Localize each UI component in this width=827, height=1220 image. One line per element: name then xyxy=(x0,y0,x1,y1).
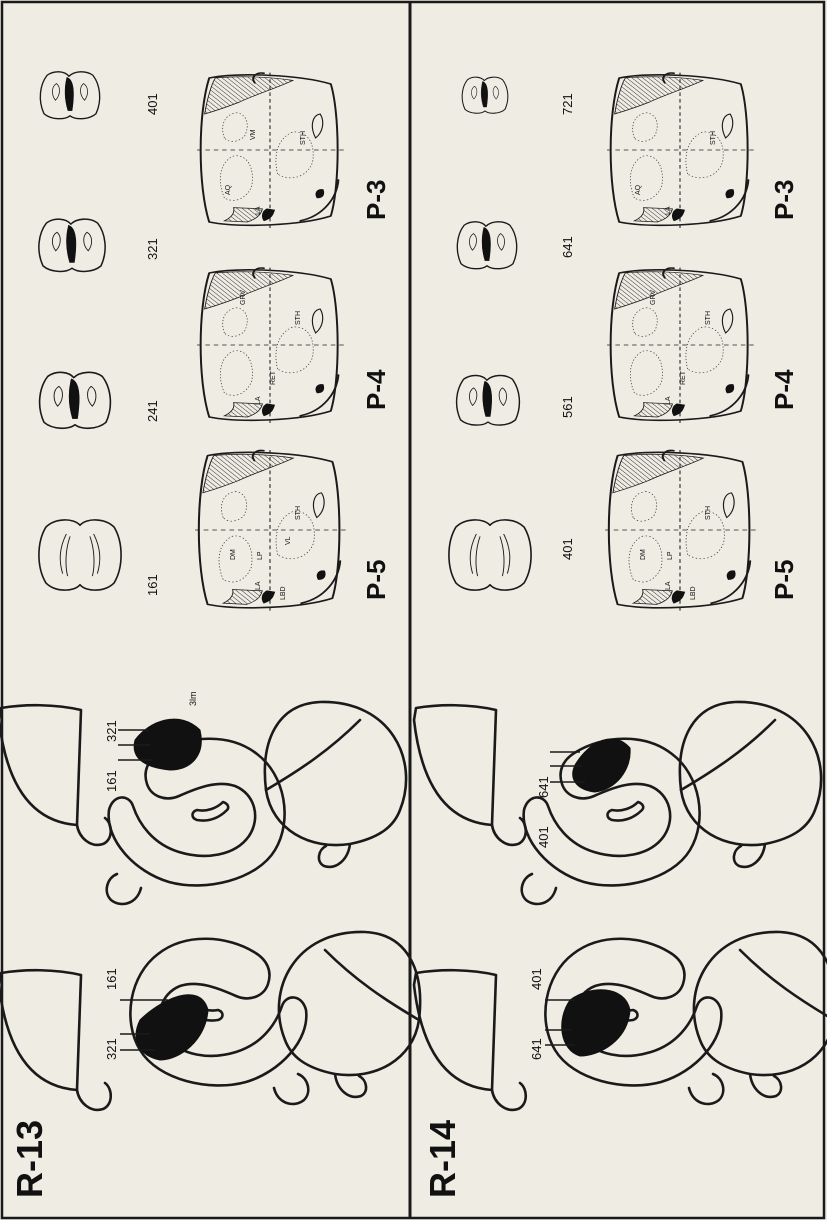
section-num-r13-2: 321 xyxy=(145,238,160,260)
brain-note-r13: 3lm xyxy=(188,691,198,706)
atlas-label: GRV xyxy=(240,290,247,305)
brain-label-r13-b-top: 161 xyxy=(104,770,119,792)
section-num-r13-0: 161 xyxy=(145,574,160,596)
brain-label-r13-b-bottom: 321 xyxy=(104,720,119,742)
panel-label-r13: R-13 xyxy=(9,1120,50,1198)
atlas-label: LBD xyxy=(280,586,287,600)
atlas-label: LA xyxy=(665,581,672,590)
atlas-label: VL xyxy=(285,536,292,545)
section-num-r13-3: 401 xyxy=(145,93,160,115)
panel-r13: R-13 161 321 161 321 3lm xyxy=(0,71,420,1198)
atlas-label: DM xyxy=(230,549,237,560)
section-row-r14: 401 561 641 721 xyxy=(449,77,575,590)
brain-label-r14-b-top: 401 xyxy=(536,826,551,848)
atlas-plates-r14: P-5 P-4 P-3 xyxy=(605,71,799,611)
brain-label-r13-a-top: 161 xyxy=(104,968,119,990)
brain-diagram-r14-b: 401 641 xyxy=(414,702,821,904)
brain-diagram-r13-b: 161 321 3lm xyxy=(0,691,406,904)
atlas-label: LA xyxy=(255,396,262,405)
plane-label-r13-p4: P-4 xyxy=(361,369,391,410)
atlas-label: LA xyxy=(255,581,262,590)
section-num-r13-1: 241 xyxy=(145,400,160,422)
atlas-plates-r13: P-5 P-4 P-3 xyxy=(195,71,391,611)
brain-label-r14-b-bottom: 641 xyxy=(536,776,551,798)
brain-diagram-r13-a: 161 321 xyxy=(0,932,420,1110)
section-num-r14-2: 641 xyxy=(560,236,575,258)
atlas-label: LP xyxy=(667,551,674,560)
brain-label-r14-a-top: 401 xyxy=(529,968,544,990)
panel-r14: R-14 401 641 401 641 xyxy=(414,71,827,1198)
atlas-label: RET xyxy=(680,370,687,385)
plane-label-r14-p5: P-5 xyxy=(769,560,799,600)
atlas-label: STH xyxy=(300,131,307,145)
atlas-label: AQ xyxy=(225,184,232,195)
atlas-label: AQ xyxy=(635,184,642,195)
atlas-label: RET xyxy=(270,370,277,385)
brain-label-r14-a-bottom: 641 xyxy=(529,1038,544,1060)
atlas-label: VM xyxy=(250,129,257,140)
atlas-label: LA xyxy=(255,206,262,215)
section-num-r14-0: 401 xyxy=(560,538,575,560)
plane-label-r13-p3: P-3 xyxy=(361,180,391,220)
plane-label-r13-p5: P-5 xyxy=(361,560,391,600)
atlas-label: STH xyxy=(295,311,302,325)
section-num-r14-3: 721 xyxy=(560,93,575,115)
brain-diagram-r14-a: 401 641 xyxy=(414,932,827,1110)
atlas-label: STH xyxy=(705,311,712,325)
atlas-label: LA xyxy=(665,206,672,215)
atlas-label: STH xyxy=(705,506,712,520)
plane-label-r14-p3: P-3 xyxy=(769,180,799,220)
brain-label-r13-a-bottom: 321 xyxy=(104,1038,119,1060)
plane-label-r14-p4: P-4 xyxy=(769,369,799,410)
atlas-label: STH xyxy=(710,131,717,145)
section-num-r14-1: 561 xyxy=(560,396,575,418)
atlas-label: DM xyxy=(640,549,647,560)
atlas-label: LA xyxy=(665,396,672,405)
atlas-label: LP xyxy=(257,551,264,560)
section-row-r13: 161 241 321 401 xyxy=(39,72,160,596)
atlas-label: GRV xyxy=(650,290,657,305)
atlas-label: STH xyxy=(295,506,302,520)
atlas-label: LBD xyxy=(690,586,697,600)
panel-label-r14: R-14 xyxy=(422,1120,463,1198)
